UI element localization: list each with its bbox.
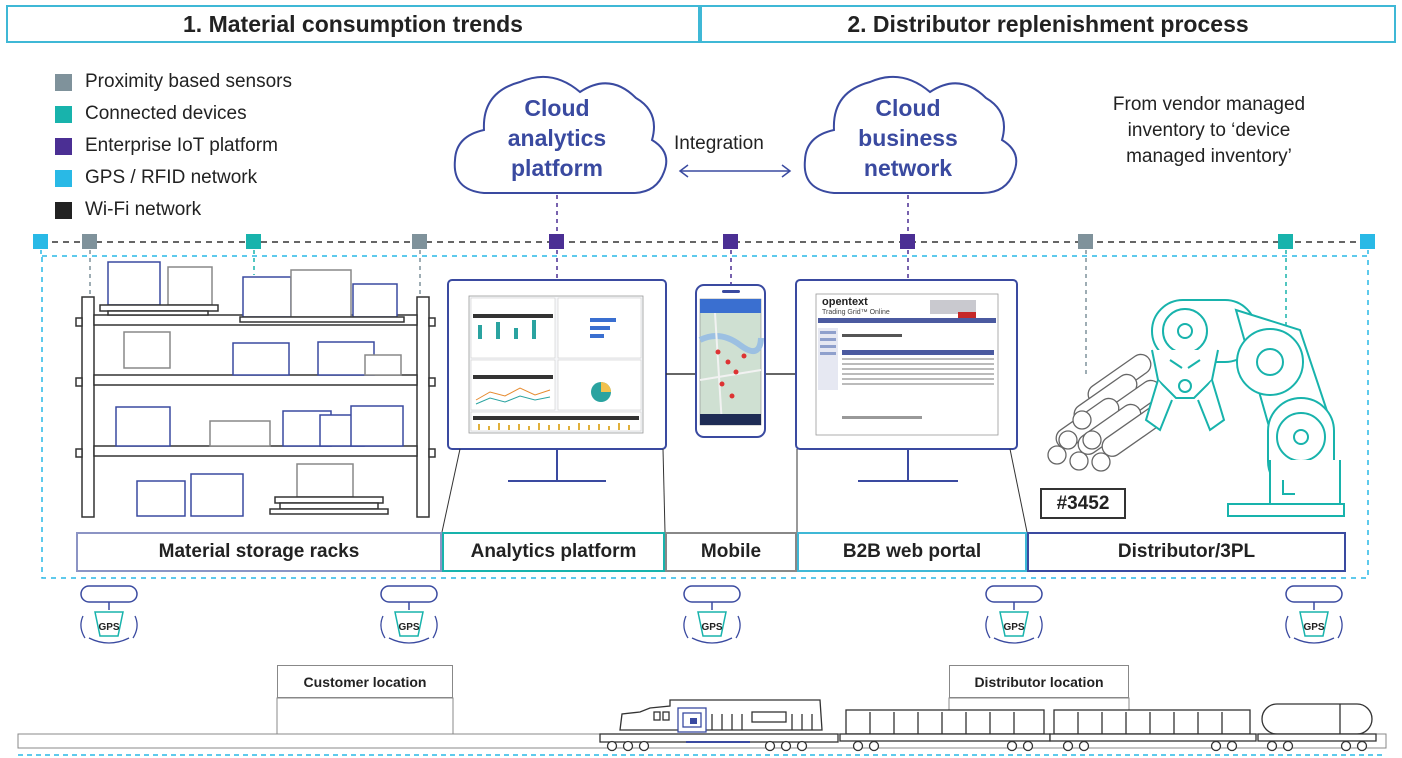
rfid-network-boundary (41, 255, 1369, 579)
train-wheel (852, 740, 864, 752)
proximity-sensor-node (82, 234, 97, 249)
legend-swatch (55, 169, 72, 187)
legend-swatch (55, 73, 72, 91)
gps-device: GPS (683, 585, 741, 644)
train-wheel (1356, 740, 1368, 752)
legend-item: Proximity based sensors (55, 66, 292, 98)
gps-devices: GPS GPS GPS GPS GPS (80, 585, 1343, 644)
robotic-arm (1144, 299, 1345, 517)
train-wheel (796, 740, 808, 752)
cloud-analytics-label: Cloud analytics platform (507, 95, 607, 181)
portal-brand: opentext (822, 296, 868, 308)
gps-label: GPS (1303, 622, 1324, 633)
train-wheel (606, 740, 618, 752)
zone-mobile: Mobile (665, 532, 797, 572)
pallet (99, 304, 405, 515)
gps-device: GPS (985, 585, 1043, 644)
connected-device-node (1278, 234, 1293, 249)
gps-node (1360, 234, 1375, 249)
train-wheel (1062, 740, 1074, 752)
legend-swatch (55, 105, 72, 123)
proximity-sensor-node (1078, 234, 1093, 249)
zone-analytics-platform: Analytics platform (442, 532, 665, 572)
gps-device: GPS (1285, 585, 1343, 644)
header-distributor-replenishment: 2. Distributor replenishment process (700, 5, 1396, 43)
header-material-consumption: 1. Material consumption trends (6, 5, 700, 43)
zone-material-storage-racks: Material storage racks (76, 532, 442, 572)
legend-label: Connected devices (85, 103, 247, 124)
gps-label: GPS (98, 622, 119, 633)
analytics-monitor (447, 279, 667, 482)
gps-label: GPS (1003, 622, 1024, 633)
train-wheel (1226, 740, 1238, 752)
device-managed-inventory-note: From vendor managed inventory to ‘device… (1112, 94, 1306, 167)
legend-item: Wi-Fi network (55, 194, 292, 226)
legend-item: GPS / RFID network (55, 162, 292, 194)
legend-label: Enterprise IoT platform (85, 135, 278, 156)
proximity-sensor-node (412, 234, 427, 249)
customer-location-label: Customer location (277, 665, 453, 698)
train-wheel (1340, 740, 1352, 752)
item-tag: #3452 (1040, 488, 1126, 519)
iot-platform-node (723, 234, 738, 249)
portal-subtitle: Trading Grid™ Online (822, 309, 890, 316)
legend-label: Wi-Fi network (85, 199, 202, 220)
mobile-phone (695, 284, 766, 438)
train-wheel (638, 740, 650, 752)
cloud-business-label: Cloud business network (858, 95, 958, 181)
train-wheel (1006, 740, 1018, 752)
customer-building (276, 697, 454, 735)
zone-distributor-3pl: Distributor/3PL (1027, 532, 1346, 572)
gps-node (33, 234, 48, 249)
gps-label: GPS (701, 622, 722, 633)
cloud-analytics-shape (453, 75, 668, 195)
iot-platform-node (549, 234, 564, 249)
cloud-business-shape (803, 75, 1018, 195)
legend-item: Connected devices (55, 98, 292, 130)
train-wheel (780, 740, 792, 752)
legend-label: Proximity based sensors (85, 71, 292, 92)
legend-item: Enterprise IoT platform (55, 130, 292, 162)
legend-swatch (55, 201, 72, 219)
pipe-stack (1047, 353, 1166, 472)
connected-device-node (246, 234, 261, 249)
train-wheel (764, 740, 776, 752)
legend-swatch (55, 137, 72, 155)
iot-platform-node (900, 234, 915, 249)
train-wheel (1078, 740, 1090, 752)
gps-label: GPS (398, 622, 419, 633)
integration-arrow (678, 164, 792, 178)
freight-train (599, 699, 1377, 752)
train-wheel (1266, 740, 1278, 752)
gps-device: GPS (80, 585, 138, 644)
zone-b2b-web-portal: B2B web portal (797, 532, 1027, 572)
legend-label: GPS / RFID network (85, 167, 258, 188)
train-wheel (622, 740, 634, 752)
distributor-location-label: Distributor location (949, 665, 1129, 698)
train-wheel (1282, 740, 1294, 752)
integration-label: Integration (674, 133, 764, 154)
gps-device: GPS (380, 585, 438, 644)
train-wheel (1210, 740, 1222, 752)
b2b-monitor: opentext Trading Grid™ Online (795, 279, 1018, 482)
train-wheel (868, 740, 880, 752)
train-wheel (1022, 740, 1034, 752)
